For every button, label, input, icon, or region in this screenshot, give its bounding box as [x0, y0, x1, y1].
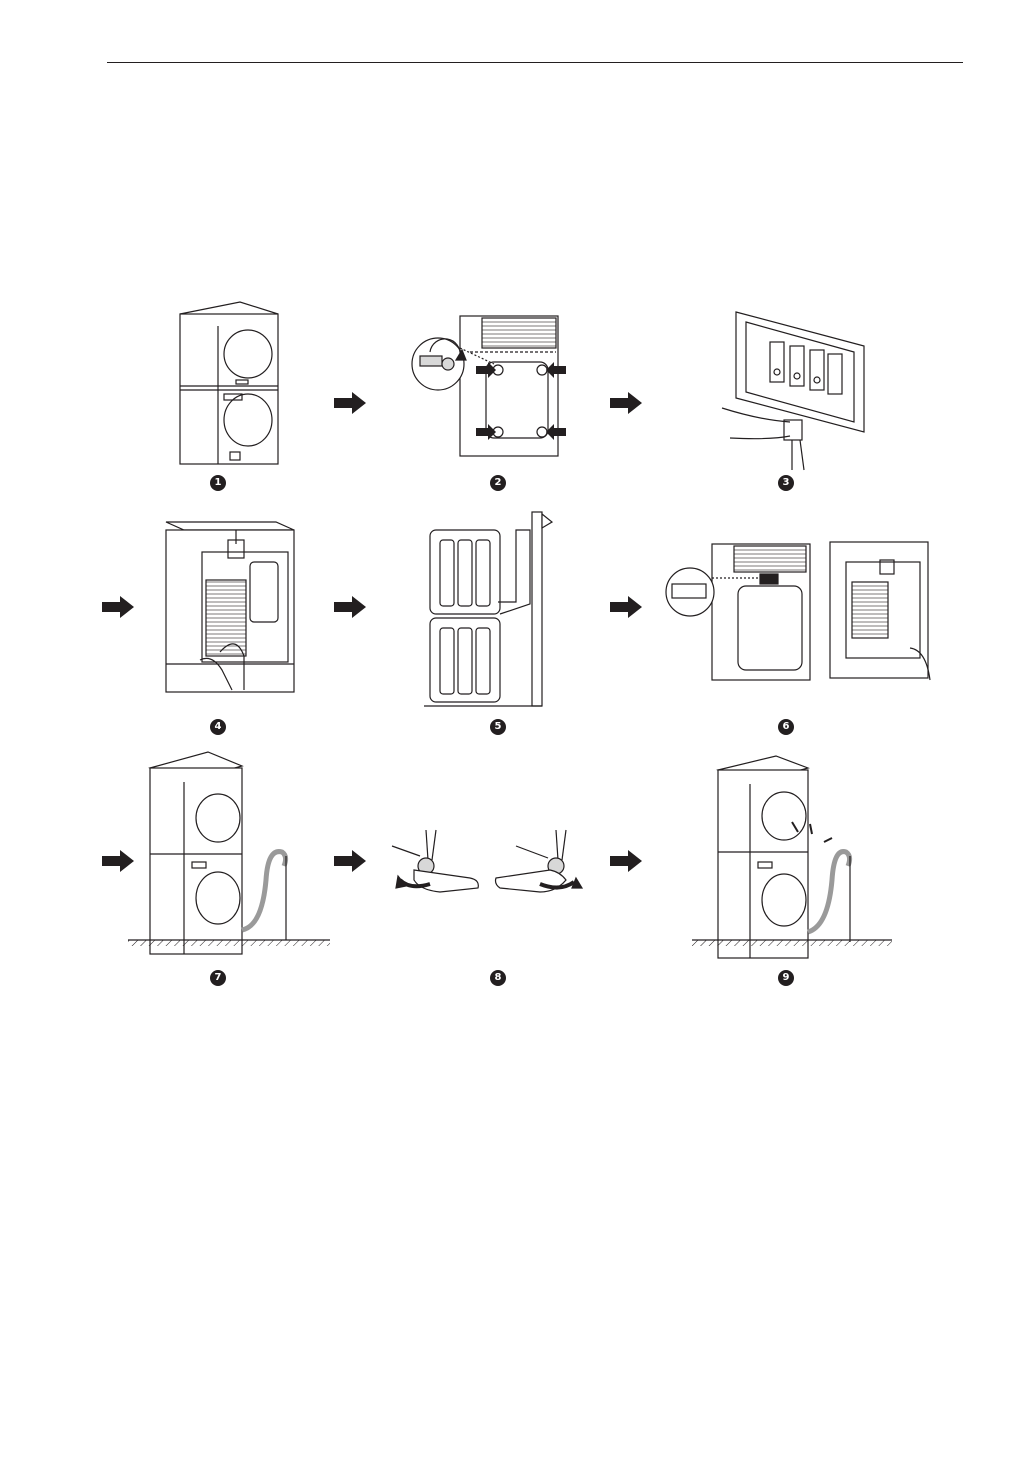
step-number-badge: 5 — [490, 719, 506, 735]
step-5-illustration — [424, 512, 552, 706]
step-number-badge: 6 — [778, 719, 794, 735]
step-number-badge: 1 — [210, 475, 226, 491]
step-6-illustration — [666, 542, 930, 680]
step-number-badge: 9 — [778, 970, 794, 986]
step-number-badge: 7 — [210, 970, 226, 986]
step-3-illustration — [722, 312, 864, 470]
right-arrow-icon — [610, 392, 642, 414]
step-8-illustration — [392, 830, 582, 892]
right-arrow-icon — [610, 850, 642, 872]
step-7-illustration — [128, 752, 330, 954]
step-1-illustration — [180, 302, 278, 464]
right-arrow-icon — [610, 596, 642, 618]
step-number-badge: 8 — [490, 970, 506, 986]
step-number-badge: 3 — [778, 475, 794, 491]
step-number-badge: 2 — [490, 475, 506, 491]
right-arrow-icon — [334, 596, 366, 618]
right-arrow-icon — [102, 850, 134, 872]
step-4-illustration — [166, 522, 294, 692]
right-arrow-icon — [334, 392, 366, 414]
right-arrow-icon — [334, 850, 366, 872]
right-arrow-icon — [102, 596, 134, 618]
step-number-badge: 4 — [210, 719, 226, 735]
step-9-illustration — [692, 756, 892, 958]
